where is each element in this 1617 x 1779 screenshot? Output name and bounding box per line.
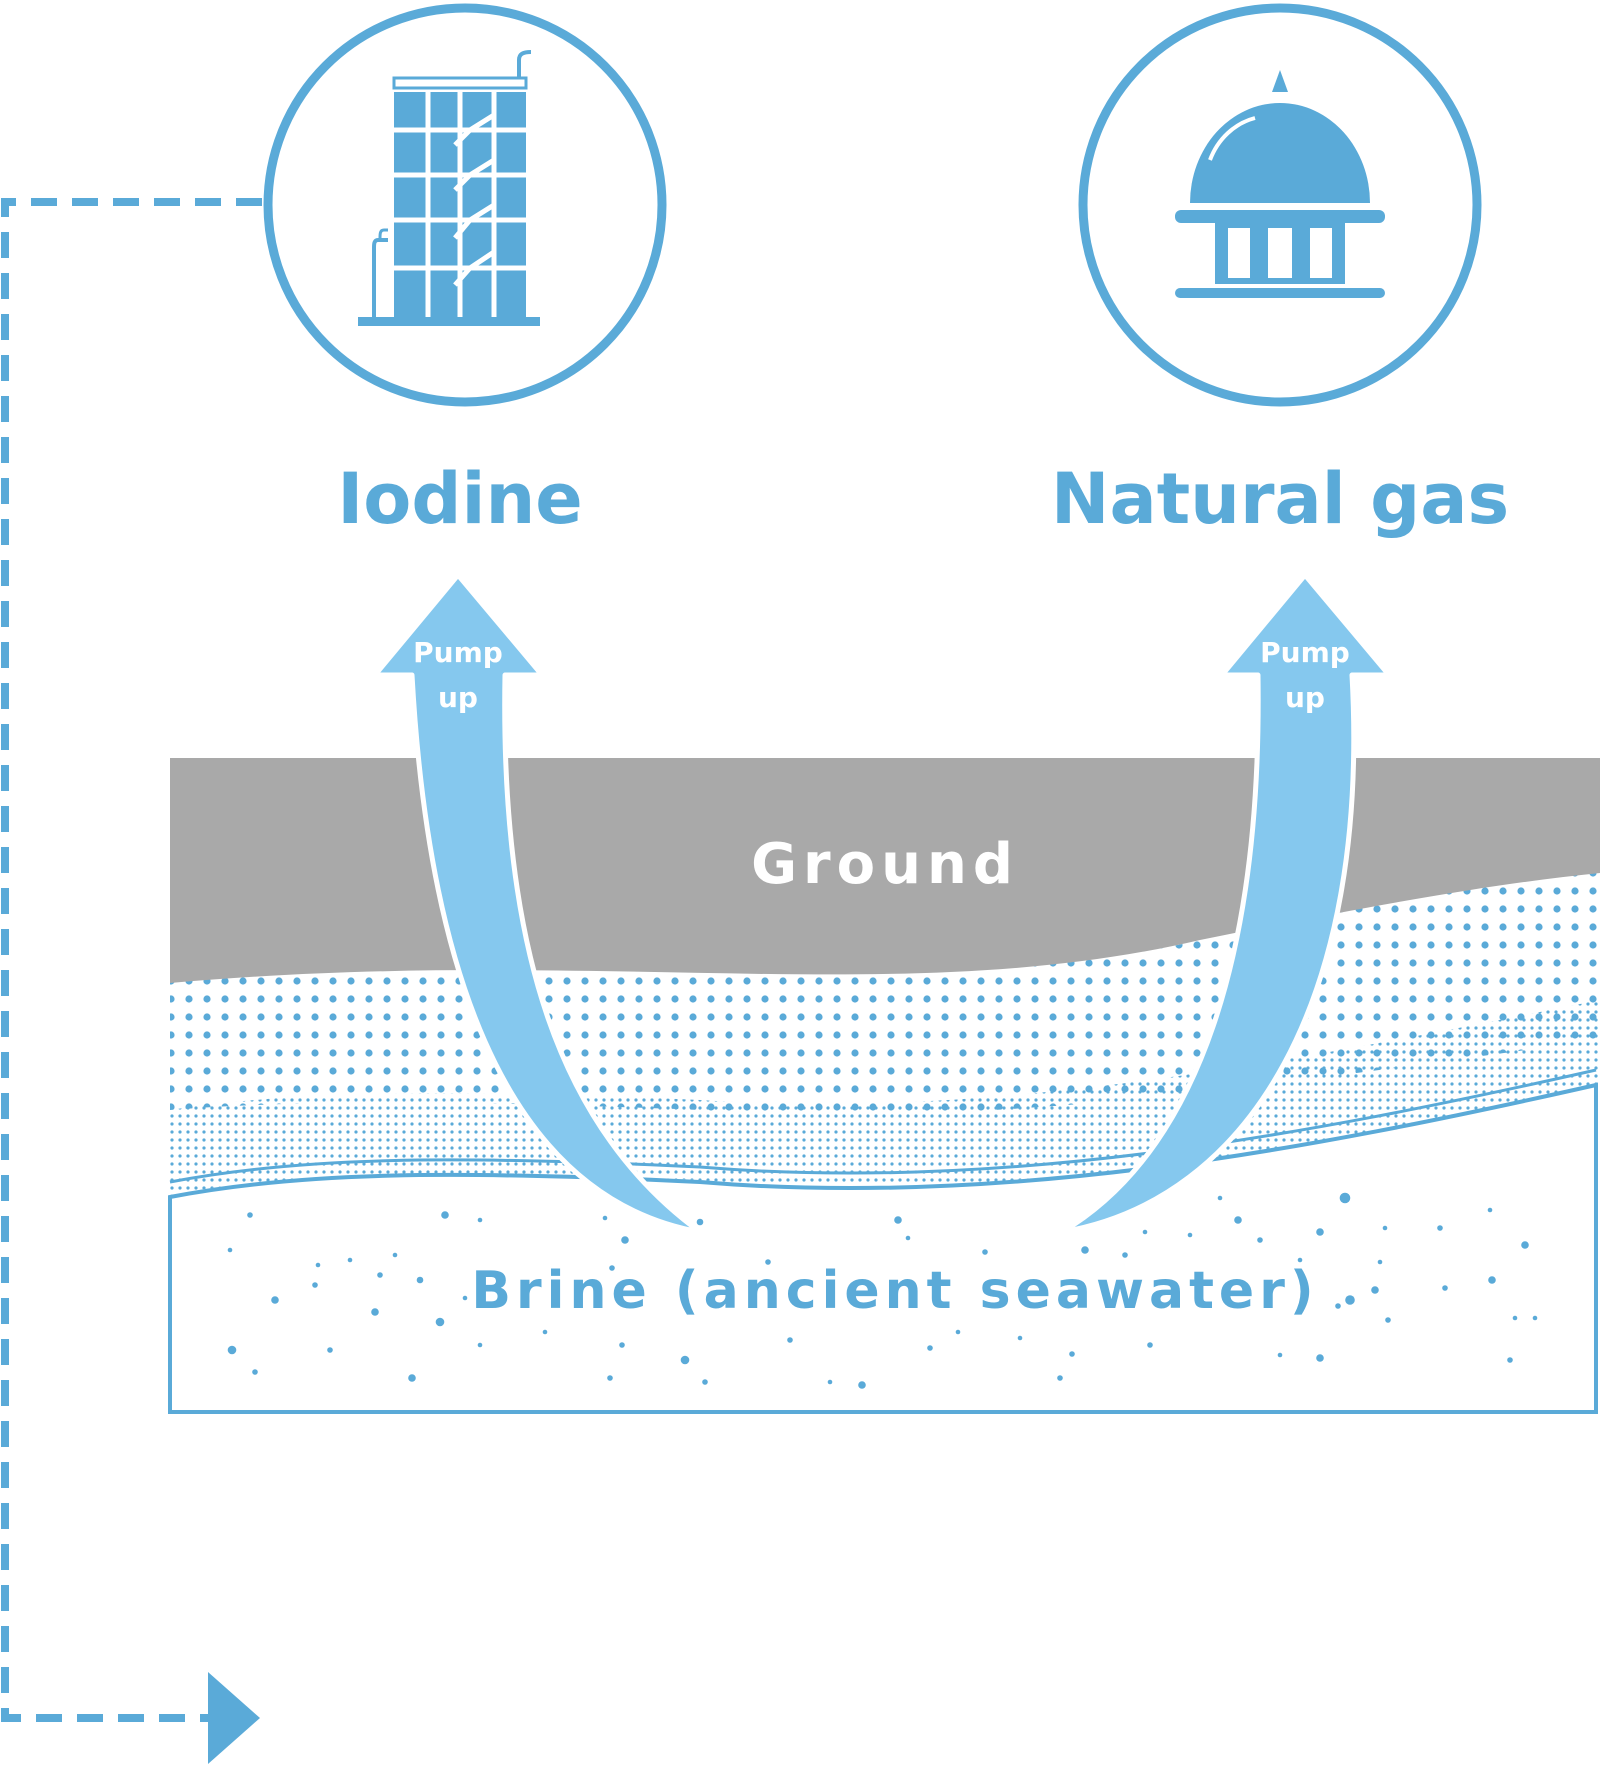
brine-particle [1521, 1241, 1529, 1249]
brine-particle [602, 1215, 608, 1221]
brine-particle [1382, 1225, 1388, 1231]
brine-particle [1057, 1375, 1063, 1381]
pump-up-label-right-line1: Pump [1260, 636, 1350, 669]
brine-particle [1122, 1252, 1128, 1258]
brine-particle [1217, 1195, 1223, 1201]
brine-label: Brine (ancient seawater) [471, 1261, 1318, 1321]
brine-particles [227, 1192, 1538, 1389]
pump-up-arrow-left [372, 572, 703, 1235]
brine-particle [315, 1262, 321, 1268]
brine-particle [1187, 1232, 1193, 1238]
brine-particle [327, 1347, 333, 1353]
brine-particle [1442, 1285, 1448, 1291]
pump-up-label-left-line1: Pump [413, 636, 503, 669]
brine-particle [1507, 1357, 1513, 1363]
brine-particle [462, 1295, 468, 1301]
brine-particle [441, 1211, 449, 1219]
brine-particle [1437, 1225, 1443, 1231]
brine-particle [765, 1259, 771, 1265]
brine-particle [609, 1265, 615, 1271]
brine-particle [955, 1329, 961, 1335]
brine-particle [227, 1247, 233, 1253]
brine-particle [1371, 1286, 1379, 1294]
iodine-label: Iodine [337, 458, 583, 540]
brine-particle [607, 1375, 613, 1381]
iodine-plant-icon [358, 50, 540, 326]
brine-particle [858, 1381, 866, 1389]
brine-particle [1335, 1303, 1341, 1309]
brine-particle [894, 1216, 902, 1224]
brine-particle [477, 1342, 483, 1348]
brine-particle [392, 1252, 398, 1258]
brine-particle [696, 1218, 704, 1226]
flow-arrowhead-icon [208, 1672, 260, 1764]
brine-particle [1345, 1295, 1355, 1305]
brine-particle [1297, 1257, 1303, 1263]
brine-particle [477, 1217, 483, 1223]
brine-particle [827, 1379, 833, 1385]
brine-particle [416, 1276, 424, 1284]
brine-particle [312, 1282, 318, 1288]
brine-particle [1385, 1317, 1391, 1323]
brine-particle [787, 1337, 793, 1343]
brine-particle [927, 1345, 933, 1351]
brine-particle [1017, 1335, 1023, 1341]
natural-gas-label: Natural gas [1051, 458, 1509, 540]
brine-particle [905, 1235, 911, 1241]
natural-gas-circle [1078, 3, 1482, 407]
brine-particle [371, 1308, 379, 1316]
brine-particle [408, 1374, 416, 1382]
brine-particle [1142, 1229, 1148, 1235]
sediment-layer-fine [170, 1000, 1600, 1195]
brine-particle [1257, 1237, 1263, 1243]
pump-up-arrow-right [1059, 572, 1392, 1235]
brine-particle [1512, 1315, 1518, 1321]
brine-particle [1081, 1246, 1089, 1254]
brine-particle [1532, 1315, 1538, 1321]
brine-top-wave [169, 1068, 1597, 1184]
brine-particle [1339, 1192, 1351, 1204]
brine-particle [252, 1369, 258, 1375]
brine-particle [1316, 1354, 1324, 1362]
brine-particle [619, 1342, 625, 1348]
brine-particle [347, 1257, 353, 1263]
brine-particle [982, 1249, 988, 1255]
brine-particle [1069, 1351, 1075, 1357]
gas-holder-icon [1175, 70, 1385, 298]
brine-particle [1487, 1207, 1493, 1213]
brine-particle [680, 1355, 690, 1365]
brine-particle [621, 1236, 629, 1244]
ground-label: Ground [751, 832, 1019, 897]
pump-up-label-right-line2: up [1285, 681, 1325, 714]
brine-particle [542, 1329, 548, 1335]
brine-particle [1316, 1228, 1324, 1236]
brine-particle [247, 1212, 253, 1218]
brine-particle [702, 1379, 708, 1385]
brine-particle [1147, 1342, 1153, 1348]
brine-particle [1234, 1216, 1242, 1224]
brine-particle [377, 1272, 383, 1278]
brine-particle [1277, 1352, 1283, 1358]
brine-particle [1488, 1276, 1496, 1284]
flow-dashed-line [1, 198, 262, 1722]
brine-reservoir [168, 1082, 1598, 1414]
brine-particle [271, 1296, 279, 1304]
brine-particle [1377, 1259, 1383, 1265]
pump-up-label-left-line2: up [438, 681, 478, 714]
brine-particle [435, 1317, 445, 1327]
brine-particle [227, 1345, 237, 1355]
